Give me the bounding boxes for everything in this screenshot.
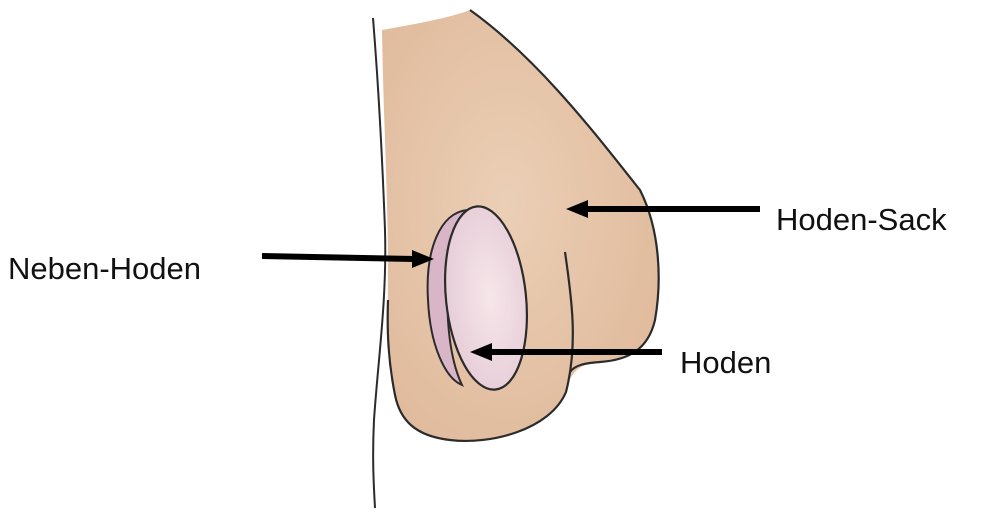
left-arrow-icon <box>470 343 662 361</box>
label-hoden-sack: Hoden-Sack <box>776 204 947 235</box>
label-neben-hoden: Neben-Hoden <box>8 253 201 284</box>
label-hoden: Hoden <box>680 347 771 378</box>
left-arrow-icon <box>566 200 760 218</box>
left-arrow-icon <box>262 250 434 268</box>
